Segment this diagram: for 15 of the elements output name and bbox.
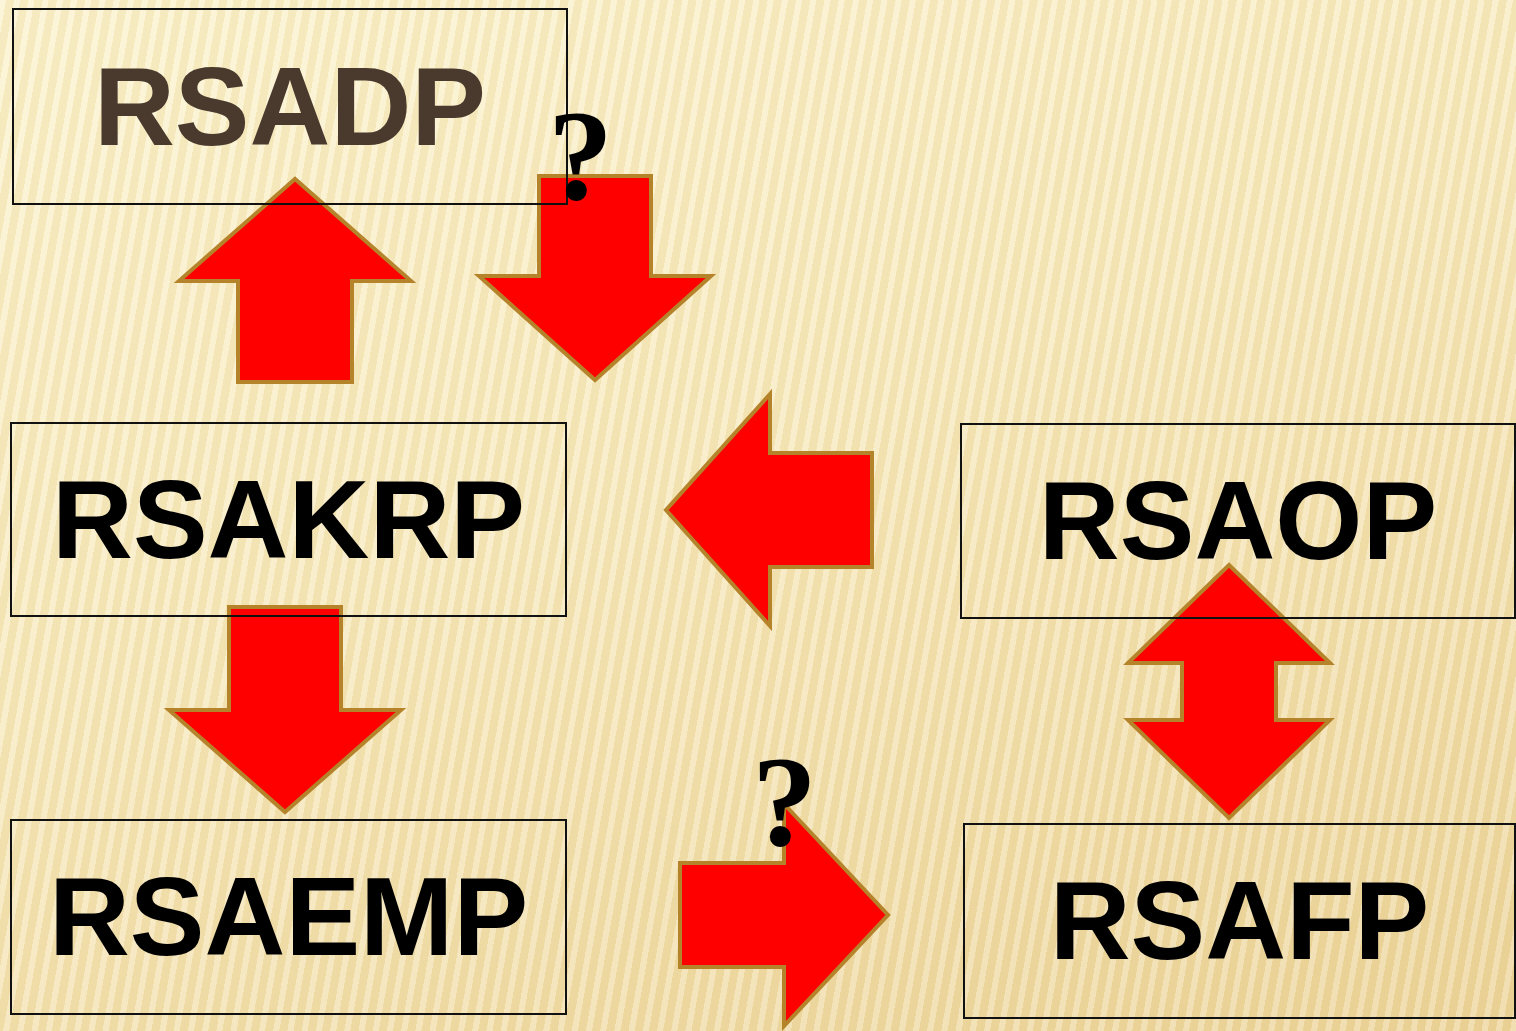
edge-label: ? <box>752 736 817 866</box>
node-label: RSAEMP <box>48 861 529 973</box>
node-label: RSAFP <box>1049 865 1430 977</box>
block-arrow <box>163 605 407 815</box>
label-box <box>10 819 567 1015</box>
label-box <box>963 823 1516 1019</box>
block-arrow <box>473 174 717 383</box>
node-label: RSAKRP <box>52 463 525 576</box>
label-box <box>960 423 1516 619</box>
block-arrow <box>173 176 417 384</box>
node-label: RSADP <box>93 50 487 163</box>
label-box <box>10 422 567 617</box>
block-arrow <box>663 388 874 632</box>
block-arrow <box>1123 562 1335 821</box>
node-label: RSAOP <box>1038 465 1438 577</box>
